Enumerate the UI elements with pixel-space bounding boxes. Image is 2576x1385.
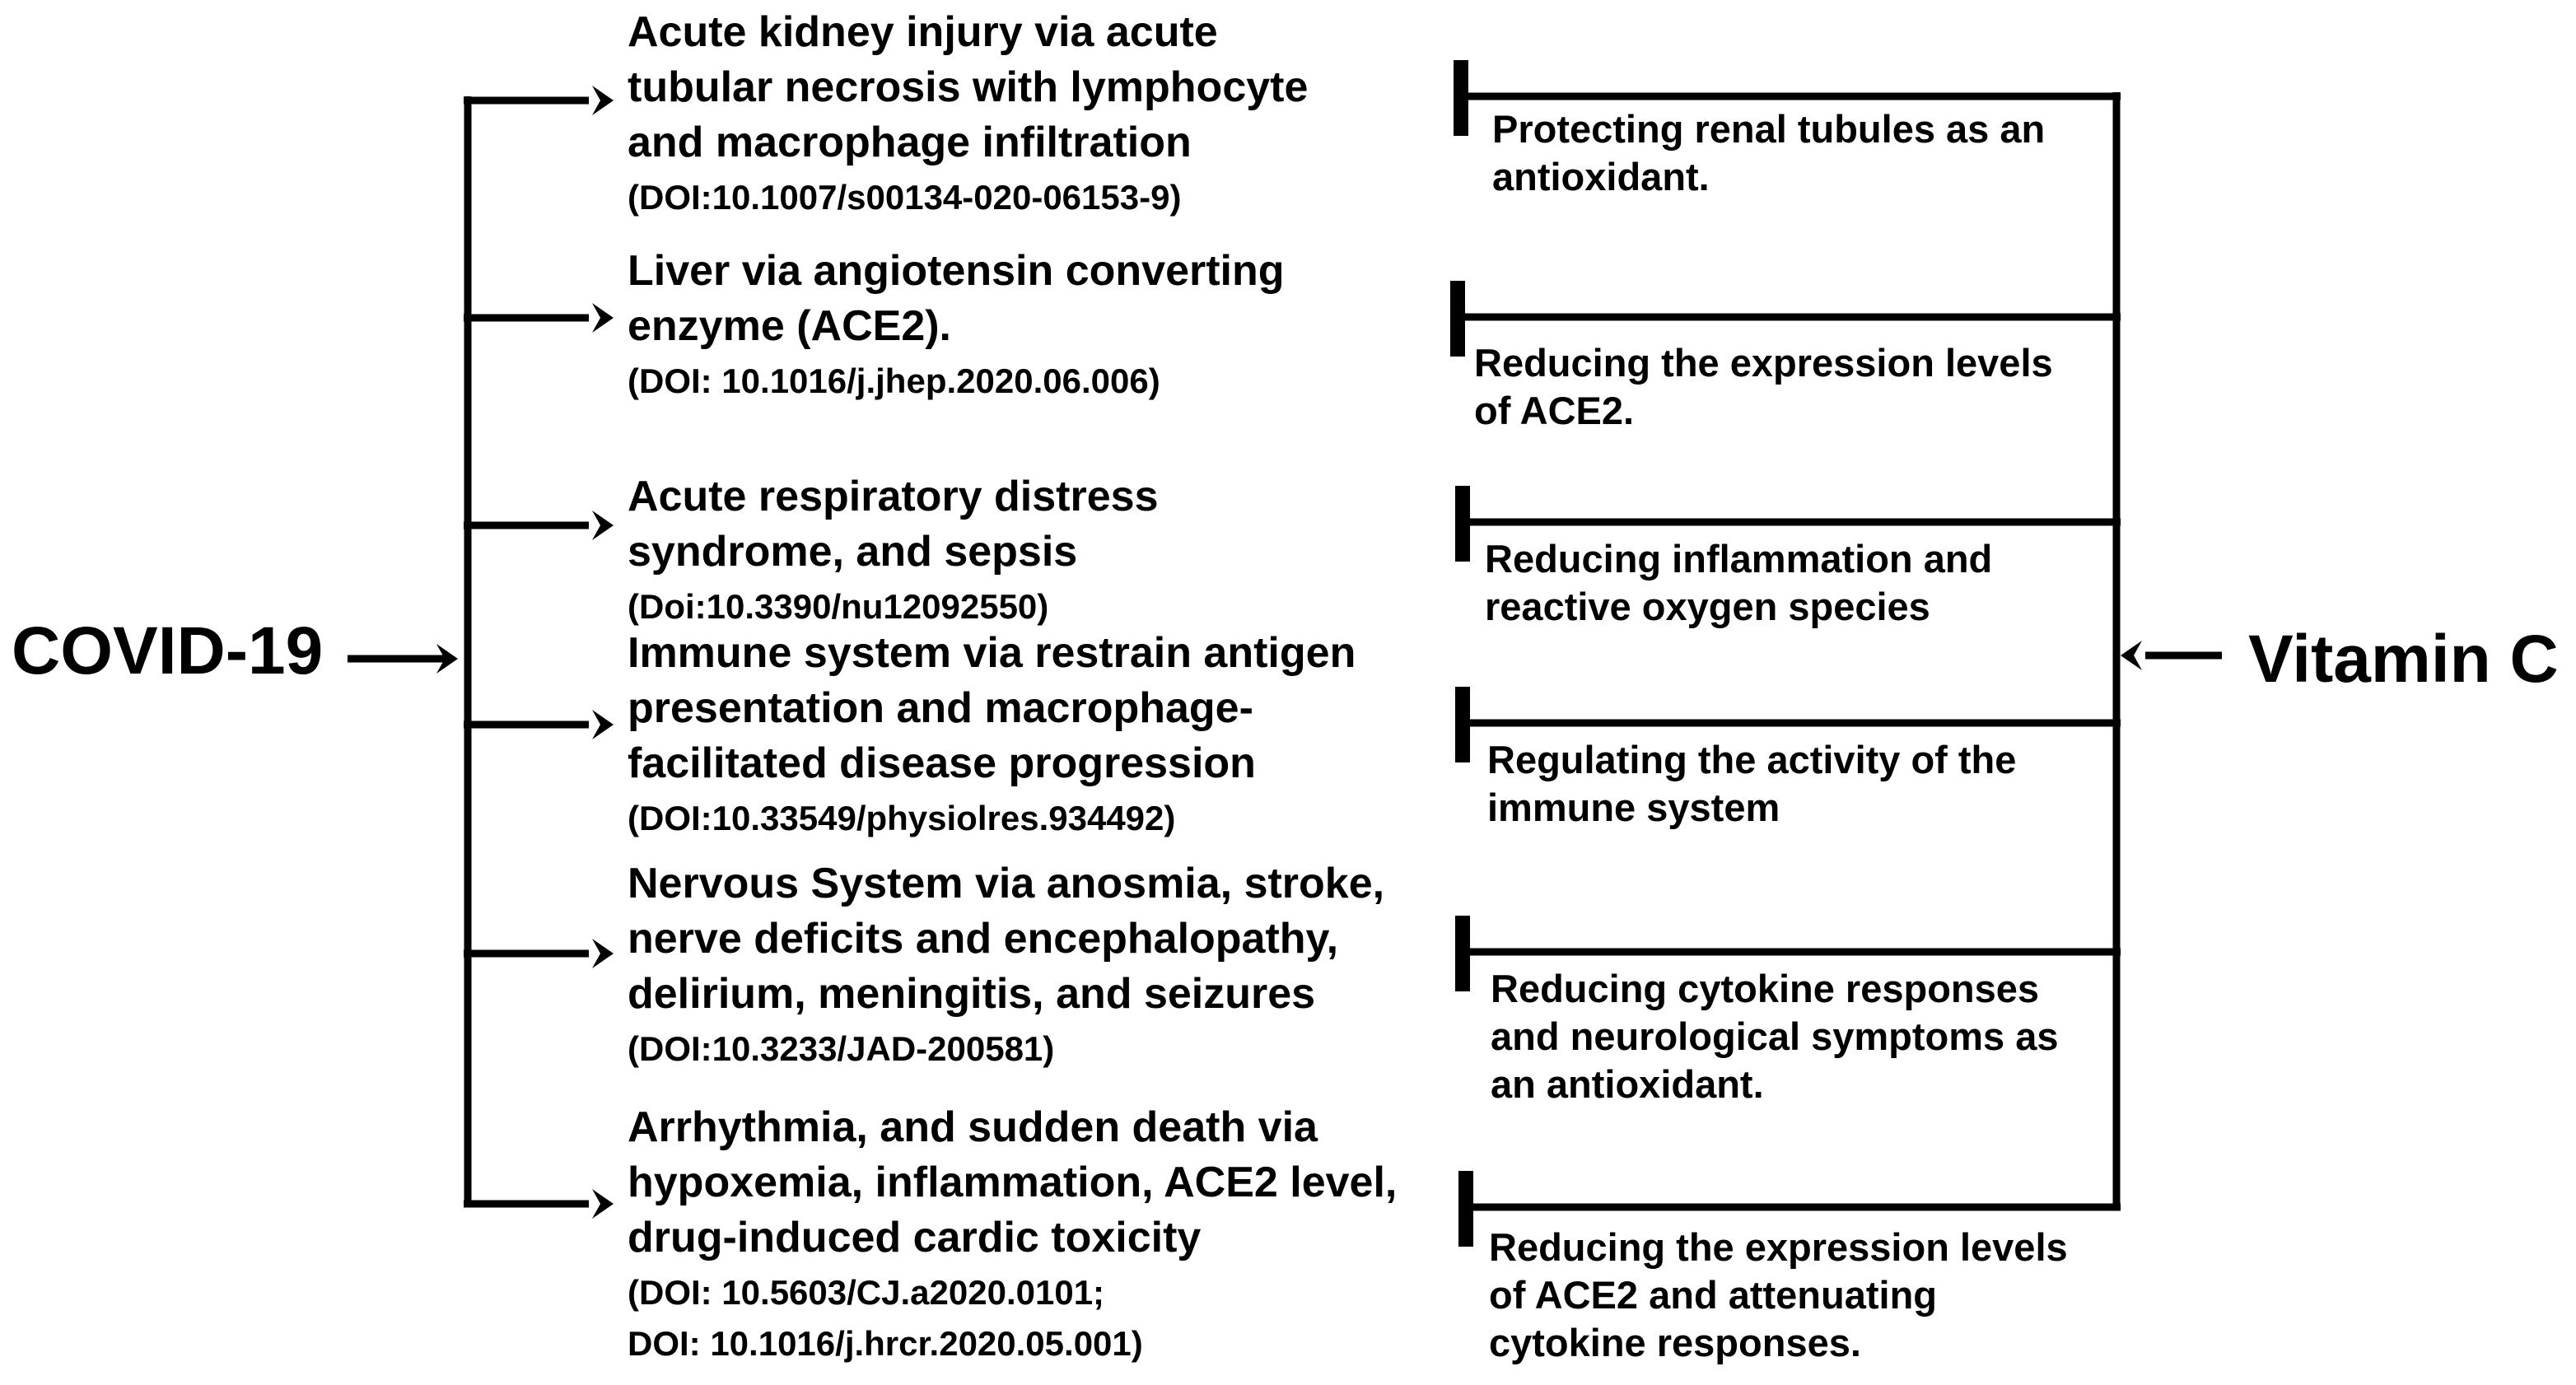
effect-arrow-head: [592, 710, 614, 739]
doi-reference: (DOI: 10.1016/j.jhep.2020.06.006): [628, 361, 1160, 400]
effect-text-line: drug-induced cardic toxicity: [628, 1214, 1202, 1261]
doi-reference: (DOI:10.3233/JAD-200581): [628, 1029, 1055, 1068]
effect-text-line: and macrophage infiltration: [628, 119, 1192, 166]
vitamin-c-arrow-head: [2121, 641, 2142, 670]
vitamin-c-action-line: Reducing inflammation and: [1485, 537, 1993, 581]
effect-text-line: hypoxemia, inflammation, ACE2 level,: [628, 1159, 1398, 1206]
vitamin-c-action-line: an antioxidant.: [1491, 1062, 1764, 1106]
vitamin-c-action-line: immune system: [1487, 786, 1780, 829]
effect-text-line: Acute kidney injury via acute: [628, 8, 1218, 56]
effect-text-line: enzyme (ACE2).: [628, 302, 951, 350]
effect-text-line: Acute respiratory distress: [628, 473, 1159, 520]
effect-text-line: Liver via angiotensin converting: [628, 247, 1285, 295]
vitamin-c-action-line: Regulating the activity of the: [1487, 738, 2017, 781]
effect-text-line: Arrhythmia, and sudden death via: [628, 1103, 1318, 1151]
effect-arrow-head: [592, 86, 614, 115]
doi-reference: (Doi:10.3390/nu12092550): [628, 587, 1049, 626]
covid-19-label: COVID-19: [12, 613, 324, 688]
effect-text-line: tubular necrosis with lymphocyte: [628, 63, 1309, 111]
vitamin-c-action-line: cytokine responses.: [1489, 1321, 1861, 1364]
effect-text-line: Immune system via restrain antigen: [628, 629, 1356, 677]
effect-arrow-head: [592, 939, 614, 968]
effect-arrow-head: [592, 1189, 614, 1219]
vitamin-c-action-line: reactive oxygen species: [1485, 585, 1930, 628]
doi-reference: (DOI:10.1007/s00134-020-06153-9): [628, 178, 1182, 217]
vitamin-c-action-line: and neurological symptoms as: [1491, 1014, 2059, 1058]
effect-text-line: facilitated disease progression: [628, 739, 1256, 787]
vitamin-c-action-line: Protecting renal tubules as an: [1492, 107, 2046, 151]
vitamin-c-label: Vitamin C: [2248, 622, 2559, 697]
doi-reference: (DOI:10.33549/physiolres.934492): [628, 799, 1176, 837]
effect-text-line: delirium, meningitis, and seizures: [628, 970, 1316, 1018]
vitamin-c-action-line: Reducing the expression levels: [1489, 1225, 2068, 1269]
vitamin-c-action-line: of ACE2.: [1474, 389, 1635, 432]
vitamin-c-action-line: Reducing the expression levels: [1474, 341, 2053, 385]
vitamin-c-action-line: of ACE2 and attenuating: [1489, 1273, 1937, 1317]
effect-text-line: nerve deficits and encephalopathy,: [628, 915, 1339, 963]
effect-text-line: presentation and macrophage-: [628, 684, 1253, 732]
effect-text-line: syndrome, and sepsis: [628, 528, 1078, 576]
vitamin-c-action-line: antioxidant.: [1492, 155, 1710, 198]
vitamin-c-action-line: Reducing cytokine responses: [1491, 967, 2040, 1010]
effect-arrow-head: [592, 511, 614, 540]
effect-text-line: Nervous System via anosmia, stroke,: [628, 860, 1385, 907]
doi-reference: (DOI: 10.5603/CJ.a2020.0101;: [628, 1273, 1105, 1312]
covid-arrow-head: [436, 644, 458, 674]
effect-arrow-head: [592, 303, 614, 333]
doi-reference: DOI: 10.1016/j.hrcr.2020.05.001): [628, 1324, 1143, 1363]
